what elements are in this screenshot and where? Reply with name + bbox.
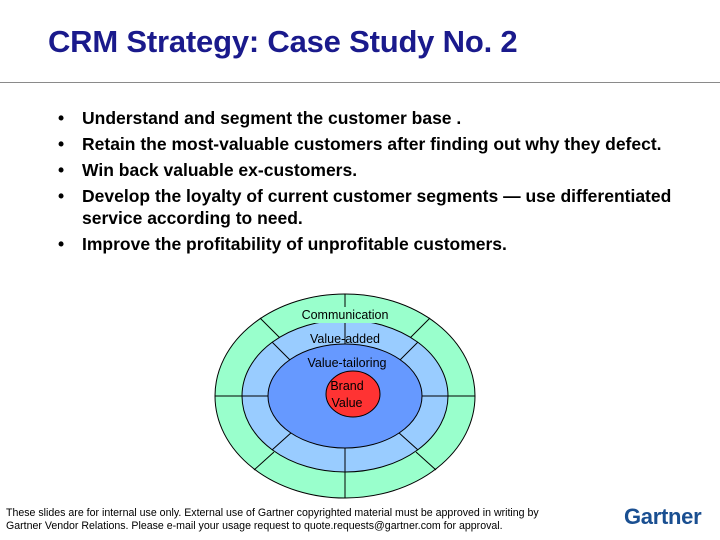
- bullet-text: Develop the loyalty of current customer …: [82, 186, 672, 228]
- label-value-added: Value-added: [310, 332, 380, 346]
- label-brand: Brand: [330, 379, 363, 393]
- label-value-tailoring: Value-tailoring: [308, 356, 387, 370]
- bullet-text: Understand and segment the customer base…: [82, 108, 462, 128]
- bullet-icon: •: [58, 160, 65, 180]
- middle-ring-dividers: [242, 320, 448, 472]
- bullet-icon: •: [58, 108, 65, 128]
- bullet-icon: •: [58, 234, 65, 254]
- label-bg-communication: [294, 307, 396, 323]
- bullet-icon: •: [58, 134, 65, 154]
- label-communication: Communication: [302, 308, 389, 322]
- bullet-item: • Understand and segment the customer bas…: [56, 107, 706, 129]
- bullet-icon: •: [58, 186, 65, 206]
- bullet-item: • Retain the most-valuable customers afte…: [56, 133, 706, 155]
- bullet-text: Retain the most-valuable customers after…: [82, 134, 662, 154]
- slide-title: CRM Strategy: Case Study No. 2: [48, 24, 518, 59]
- bullet-item: • Improve the profitability of unprofitab…: [56, 233, 706, 255]
- bullet-text: Win back valuable ex-customers.: [82, 160, 358, 180]
- bullet-text: Improve the profitability of unprofitabl…: [82, 234, 507, 254]
- outer-ring-dividers: [215, 294, 475, 498]
- title-divider: [0, 82, 720, 83]
- ring-brand-value: [325, 370, 381, 418]
- label-value: Value: [331, 396, 362, 410]
- footer-disclaimer: These slides are for internal use only. …: [6, 507, 618, 533]
- ring-value-added: [241, 319, 449, 473]
- bullet-list: • Understand and segment the customer bas…: [56, 107, 706, 259]
- ring-communication: [214, 293, 476, 499]
- bullet-item: • Win back valuable ex-customers.: [56, 159, 706, 181]
- gartner-logo: Gartner: [624, 504, 702, 529]
- bullet-item: • Develop the loyalty of current customer…: [56, 185, 706, 229]
- ring-value-tailoring: [267, 343, 423, 449]
- disclaimer-line: Gartner Vendor Relations. Please e-mail …: [6, 520, 503, 532]
- disclaimer-line: These slides are for internal use only. …: [6, 507, 539, 519]
